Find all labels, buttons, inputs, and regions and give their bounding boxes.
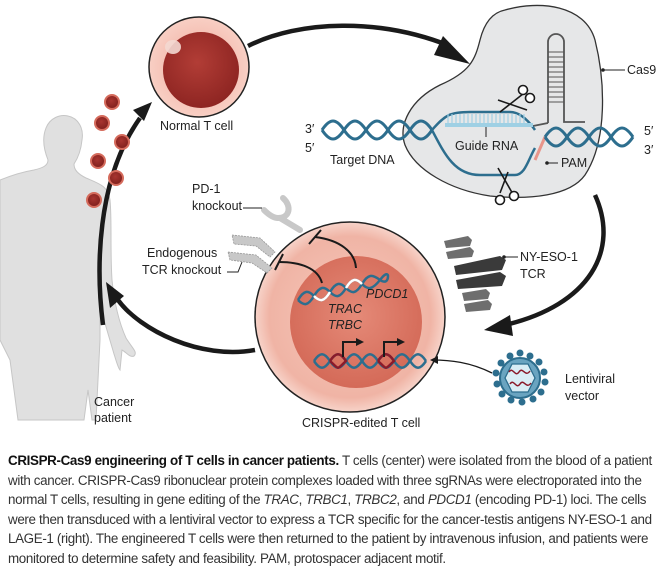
promoter-arrow-1 [342, 338, 364, 357]
endogenous-tcr-leader [227, 261, 243, 273]
pdcd1-label: PDCD1 [366, 287, 408, 301]
caption-gene-trbc1: TRBC1 [305, 492, 348, 508]
normal-t-cell-label: Normal T cell [160, 119, 233, 133]
dna-left-5prime: 5′ [305, 141, 315, 155]
caption-text-1: T cells (center) were isolated from the … [8, 453, 652, 508]
crispr-edited-t-cell [254, 221, 446, 413]
trbc-label: TRBC [328, 318, 363, 332]
arrow-cas9-to-edited-head [484, 315, 513, 336]
caption-text-3: , [347, 492, 355, 508]
guide-rna-label: Guide RNA [455, 139, 519, 153]
endogenous-tcr-label-1: Endogenous [147, 246, 217, 260]
arrow-patient-to-normal-head [133, 102, 152, 121]
target-dna-right [543, 126, 635, 148]
sgrna-hairpin [532, 33, 585, 127]
promoter-arrow-2 [383, 338, 405, 357]
arrow-edited-to-patient-head [106, 282, 124, 308]
pam-segment [533, 136, 547, 161]
arrow-cas9-to-edited [504, 194, 606, 328]
ny-eso-tcr-receptors [444, 236, 506, 312]
dna-right-5prime: 5′ [644, 124, 654, 138]
arrow-vector-to-cell [430, 356, 493, 374]
scissors-icon-top [497, 84, 536, 113]
pd1-knockout-label-2: knockout [192, 199, 243, 213]
dna-right-3prime: 3′ [644, 143, 654, 157]
crispr-diagram: Normal T cell Cas9 [0, 4, 656, 430]
inhibit-tcr [278, 261, 323, 284]
caption-gene-trbc2: TRBC2 [354, 492, 397, 508]
arrow-edited-to-patient [116, 298, 256, 355]
caption-gene-pdcd1: PDCD1 [427, 492, 472, 508]
crispr-edited-label: CRISPR-edited T cell [302, 416, 420, 430]
scissors-icon-bottom [494, 167, 520, 206]
inhibit-pd1 [314, 236, 357, 269]
caption-gene-trac: TRAC [263, 492, 299, 508]
cancer-patient-label-2: patient [94, 411, 132, 425]
arrow-normal-to-cas9 [246, 23, 451, 49]
normal-t-cell [148, 16, 250, 118]
figure-caption: CRISPR-Cas9 engineering of T cells in ca… [8, 451, 660, 569]
dna-bubble-bottom [430, 129, 537, 177]
pd1-knockout-label-1: PD-1 [192, 182, 221, 196]
lentiviral-label-1: Lentiviral [565, 372, 615, 386]
caption-text-4: , and [396, 492, 428, 508]
transgene-dna [312, 353, 428, 369]
arrow-normal-to-cas9-head [434, 36, 470, 64]
cancer-patient-label-1: Cancer [94, 395, 134, 409]
guide-rna [445, 114, 533, 127]
target-dna-left [320, 119, 434, 141]
lentiviral-label-2: vector [565, 389, 599, 403]
ny-eso-label-2: TCR [520, 267, 546, 281]
cas9-label: Cas9 [627, 63, 656, 77]
endogenous-tcr-receptor [227, 234, 276, 274]
caption-text-5: (encoding PD-1) loci. The cells were the… [8, 492, 652, 566]
caption-title: CRISPR-Cas9 engineering of T cells in ca… [8, 453, 339, 468]
ny-eso-label-1: NY-ESO-1 [520, 250, 578, 264]
dna-left-3prime: 3′ [305, 122, 315, 136]
endogenous-tcr-label-2: TCR knockout [142, 263, 222, 277]
caption-text-2: , [298, 492, 306, 508]
pd1-receptor [261, 195, 303, 233]
trac-label: TRAC [328, 302, 363, 316]
dna-bubble-top [431, 110, 537, 131]
patient-silhouette [0, 115, 136, 421]
edited-dna [296, 273, 390, 306]
blood-t-cells [86, 94, 130, 208]
target-dna-label: Target DNA [330, 153, 395, 167]
lentiviral-vector [492, 349, 549, 406]
pam-label: PAM [561, 156, 587, 170]
